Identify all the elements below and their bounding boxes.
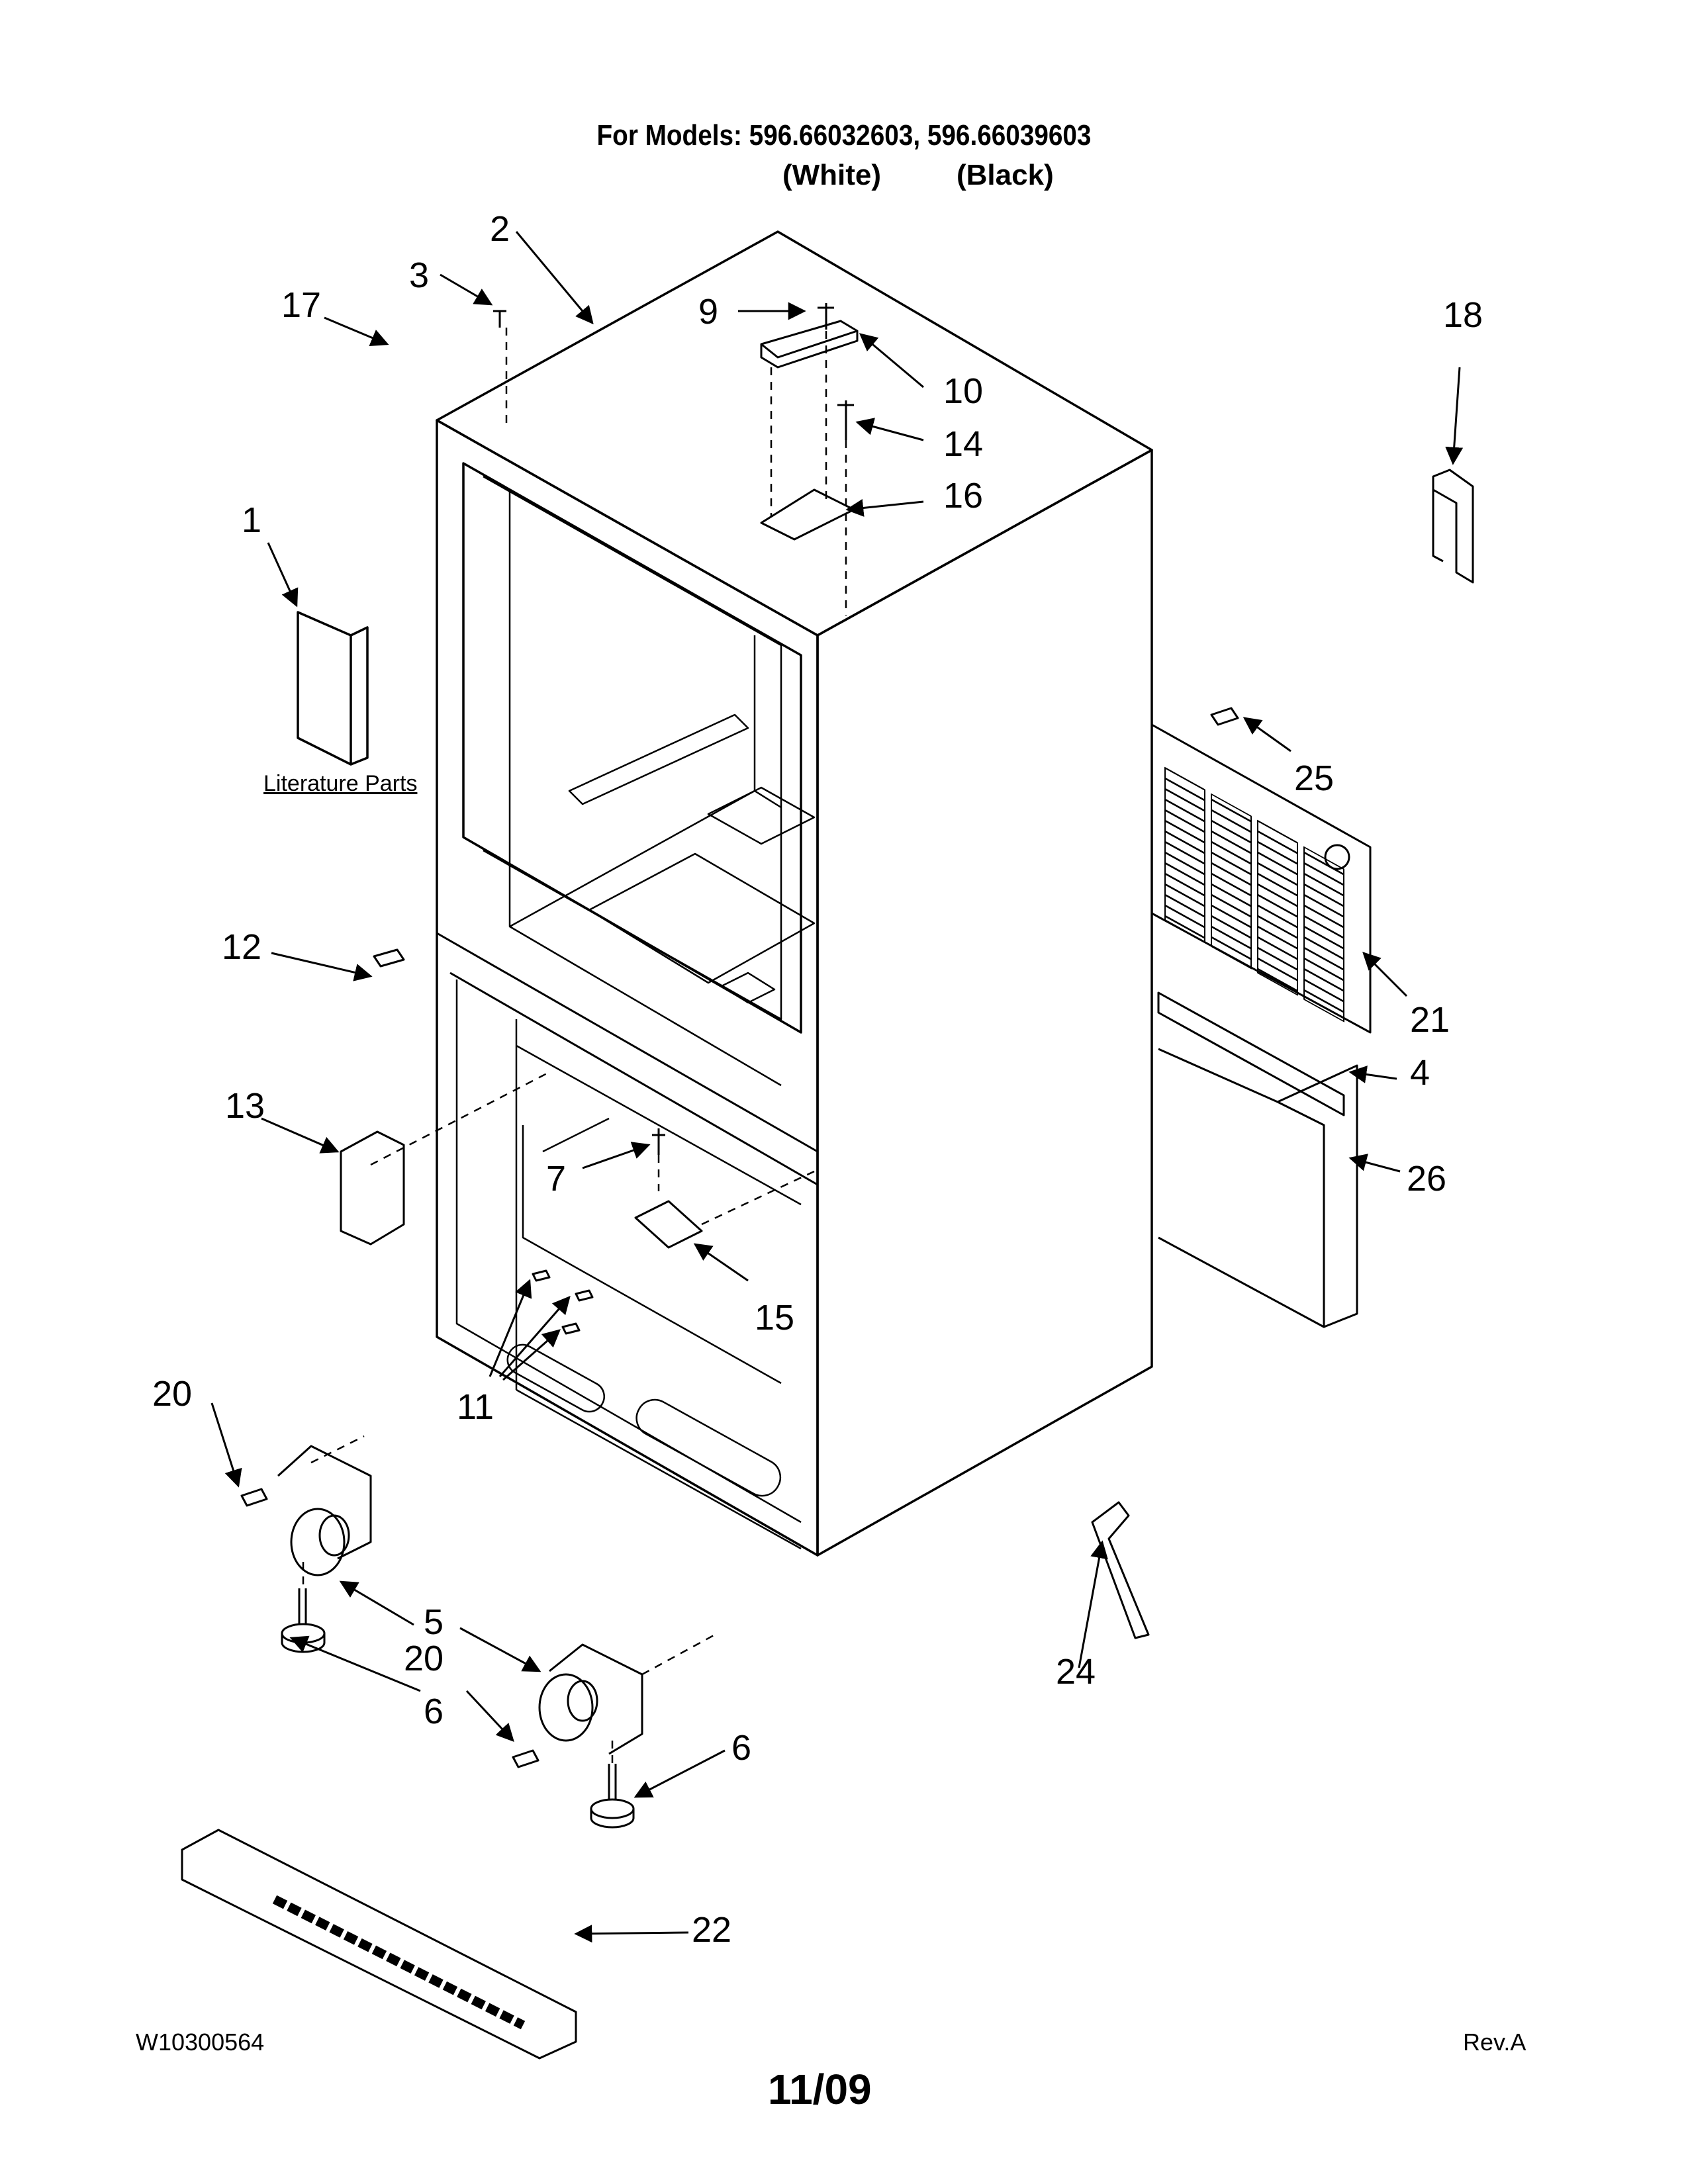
- callout-24: 24: [1056, 1652, 1096, 1692]
- cabinet-front: [436, 419, 819, 1557]
- color-white-label: (White): [782, 159, 882, 191]
- callout-11: 11: [457, 1387, 494, 1427]
- callout-6-left: 6: [424, 1692, 444, 1731]
- callout-17: 17: [281, 285, 322, 325]
- callout-3: 3: [409, 255, 430, 295]
- callout-20-left: 20: [152, 1374, 193, 1414]
- callout-13: 13: [225, 1086, 265, 1126]
- cabinet-top: [436, 230, 1153, 637]
- callout-5-left: 5: [424, 1602, 444, 1642]
- issue-date: 11/09: [768, 2066, 872, 2113]
- callout-21: 21: [1410, 1000, 1450, 1040]
- literature-booklet: [297, 611, 352, 766]
- wire-harness: [1091, 1501, 1150, 1639]
- cabinet-side: [816, 449, 1153, 1557]
- seal-strip: [1157, 991, 1345, 1116]
- callout-10: 10: [943, 371, 984, 411]
- handle-clip: [1432, 469, 1474, 584]
- callout-7: 7: [546, 1159, 567, 1199]
- roller-right: [538, 1643, 643, 1755]
- callout-25: 25: [1294, 758, 1335, 798]
- hinge-cover: [760, 320, 859, 359]
- toe-grille: [181, 1829, 577, 2060]
- literature-parts-label: Literature Parts: [263, 771, 418, 796]
- callout-9: 9: [698, 292, 719, 332]
- leveling-leg-right: [590, 1764, 635, 1829]
- callout-1: 1: [242, 500, 262, 540]
- bracket: [634, 1200, 703, 1249]
- callout-18: 18: [1443, 295, 1483, 335]
- callout-20-right: 20: [404, 1639, 444, 1678]
- callout-22: 22: [692, 1910, 732, 1950]
- models-title: For Models: 596.66032603, 596.66039603: [596, 119, 1092, 152]
- cover-panel: [1158, 1048, 1358, 1328]
- callout-6-right: 6: [731, 1728, 752, 1768]
- roller-left: [277, 1445, 372, 1576]
- callout-2: 2: [490, 209, 510, 249]
- control-module: [340, 1130, 405, 1246]
- callout-16: 16: [943, 476, 984, 516]
- callout-12: 12: [222, 927, 262, 967]
- callout-26: 26: [1407, 1159, 1447, 1199]
- callout-14: 14: [943, 424, 984, 464]
- color-black-label: (Black): [957, 159, 1054, 191]
- callout-4: 4: [1410, 1053, 1430, 1093]
- callout-15: 15: [755, 1298, 795, 1338]
- revision-label: Rev.A: [1463, 2028, 1526, 2056]
- document-number: W10300564: [136, 2028, 265, 2056]
- hinge-plate: [760, 488, 855, 541]
